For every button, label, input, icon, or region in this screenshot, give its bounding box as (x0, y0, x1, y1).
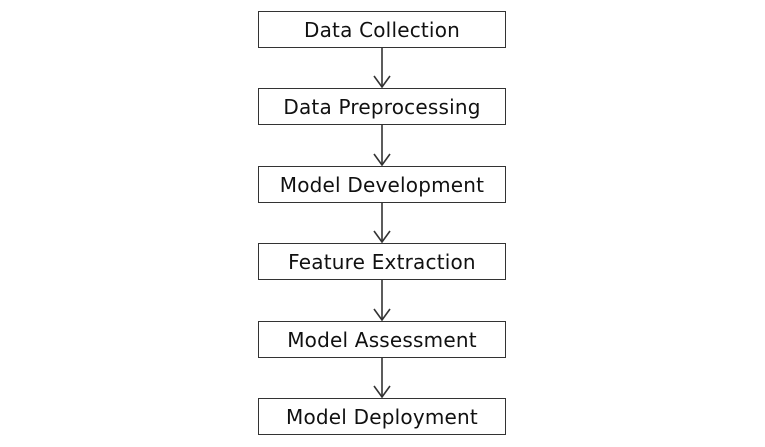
step-label: Model Assessment (287, 327, 477, 352)
step-feature-extraction: Feature Extraction (258, 243, 506, 280)
arrow-down-icon (373, 125, 391, 167)
arrow-down-icon (373, 358, 391, 399)
step-model-development: Model Development (258, 166, 506, 203)
step-data-preprocessing: Data Preprocessing (258, 88, 506, 125)
step-label: Model Deployment (286, 404, 478, 429)
step-data-collection: Data Collection (258, 11, 506, 48)
arrow-down-icon (373, 48, 391, 89)
step-label: Data Collection (303, 17, 461, 42)
arrow-down-icon (373, 203, 391, 244)
arrow-down-icon (373, 280, 391, 322)
step-label: Feature Extraction (288, 249, 476, 274)
step-label: Data Preprocessing (283, 94, 481, 119)
step-model-assessment: Model Assessment (258, 321, 506, 358)
step-model-deployment: Model Deployment (258, 398, 506, 435)
step-label: Model Development (279, 172, 485, 197)
